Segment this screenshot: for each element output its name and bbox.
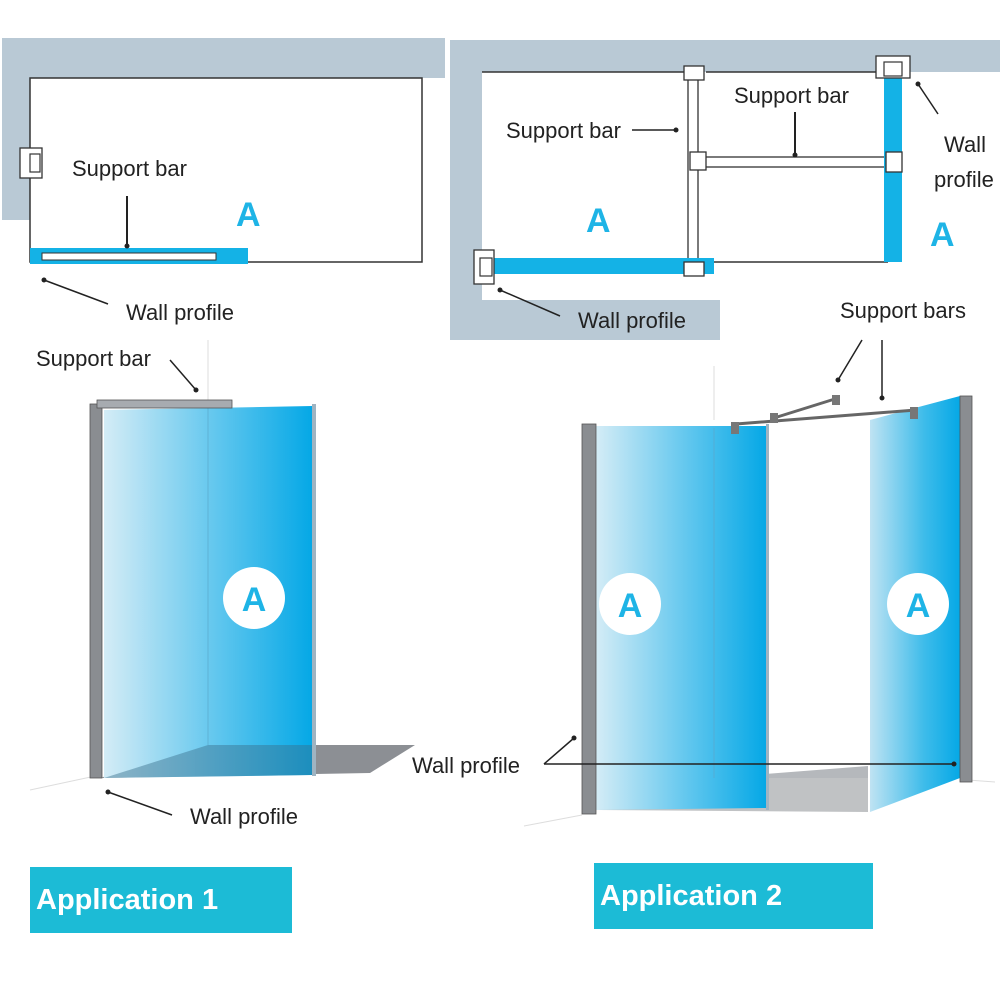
leader-line (917, 83, 939, 115)
bracket (689, 151, 707, 171)
wall-profile-label: Wall profile (578, 308, 686, 333)
floor-reflection (104, 745, 312, 778)
support-bar-label: Support bar (36, 346, 151, 371)
support-bar-plan (697, 156, 891, 168)
leader-dot (193, 387, 199, 393)
floor-line (967, 779, 996, 783)
support-bar-label: Support bar (72, 156, 187, 181)
leader-line (837, 339, 863, 381)
support-bar-label: Support bar (506, 118, 621, 143)
support-bar (735, 408, 917, 426)
leader-line (107, 791, 173, 816)
badge-letter: A (618, 587, 643, 625)
marker-badge (599, 573, 661, 635)
support-bar (96, 399, 233, 409)
bracket (770, 413, 778, 423)
leader-dot (673, 127, 679, 133)
leader-dot (497, 287, 503, 293)
leader-dot (124, 243, 130, 249)
leader-line (169, 359, 197, 391)
badge-letter: A (242, 581, 267, 619)
wall-profile-label: Wall profile (126, 300, 234, 325)
marker-badge (223, 567, 285, 629)
leader-dot (951, 761, 957, 767)
bracket (683, 65, 705, 81)
panel-marker: A (236, 196, 261, 234)
wall-profile (959, 395, 973, 783)
support-bar (773, 396, 839, 420)
support-bars-label: Support bars (840, 298, 966, 323)
plan-app2: Support bar Support bar A A Wall profile… (450, 40, 1000, 340)
support-bar-plan (41, 252, 217, 261)
wall-bracket-inner (479, 257, 493, 277)
wall-shape (450, 40, 1000, 340)
profile-label: profile (934, 167, 994, 192)
panel-marker: A (586, 202, 611, 240)
leader-dot (879, 395, 885, 401)
bracket (683, 261, 705, 277)
wall-shape (2, 38, 445, 220)
leader-dot (41, 277, 47, 283)
view3d-app2: A A Support bars Wall profile (412, 298, 996, 827)
bracket (885, 151, 903, 173)
leader-line (543, 737, 575, 765)
leader-line (499, 289, 561, 317)
glass-panel-plan (482, 258, 714, 274)
wall-label: Wall (944, 132, 986, 157)
badge-letter: A (906, 587, 931, 625)
bracket (910, 407, 918, 419)
support-bar-label: Support bar (734, 83, 849, 108)
wall-bracket-inner (883, 61, 903, 77)
leader-dot (835, 377, 841, 383)
floor-line (29, 774, 101, 791)
view3d-app1: A Support bar Wall profile (29, 340, 415, 829)
leader-line (43, 279, 109, 305)
glass-panel (596, 426, 766, 810)
application-1-label: Application 1 (30, 867, 292, 933)
wall-bracket-inner (29, 153, 41, 173)
wall-profile-label: Wall profile (190, 804, 298, 829)
marker-badge (887, 573, 949, 635)
panel-marker: A (930, 216, 955, 254)
plan-app1: Support bar A Wall profile (2, 38, 445, 325)
leader-dot (571, 735, 577, 741)
floor-line (523, 814, 583, 827)
application-2-label: Application 2 (594, 863, 873, 929)
leader-dot (105, 789, 111, 795)
glass-edge (766, 424, 769, 810)
bracket (731, 422, 739, 434)
wall-profile (89, 403, 103, 779)
bracket (832, 395, 840, 405)
wall-profile-label: Wall profile (412, 753, 520, 778)
leader-dot (915, 81, 921, 87)
wall-profile (581, 423, 597, 815)
leader-dot (792, 152, 798, 158)
glass-edge (312, 404, 316, 776)
